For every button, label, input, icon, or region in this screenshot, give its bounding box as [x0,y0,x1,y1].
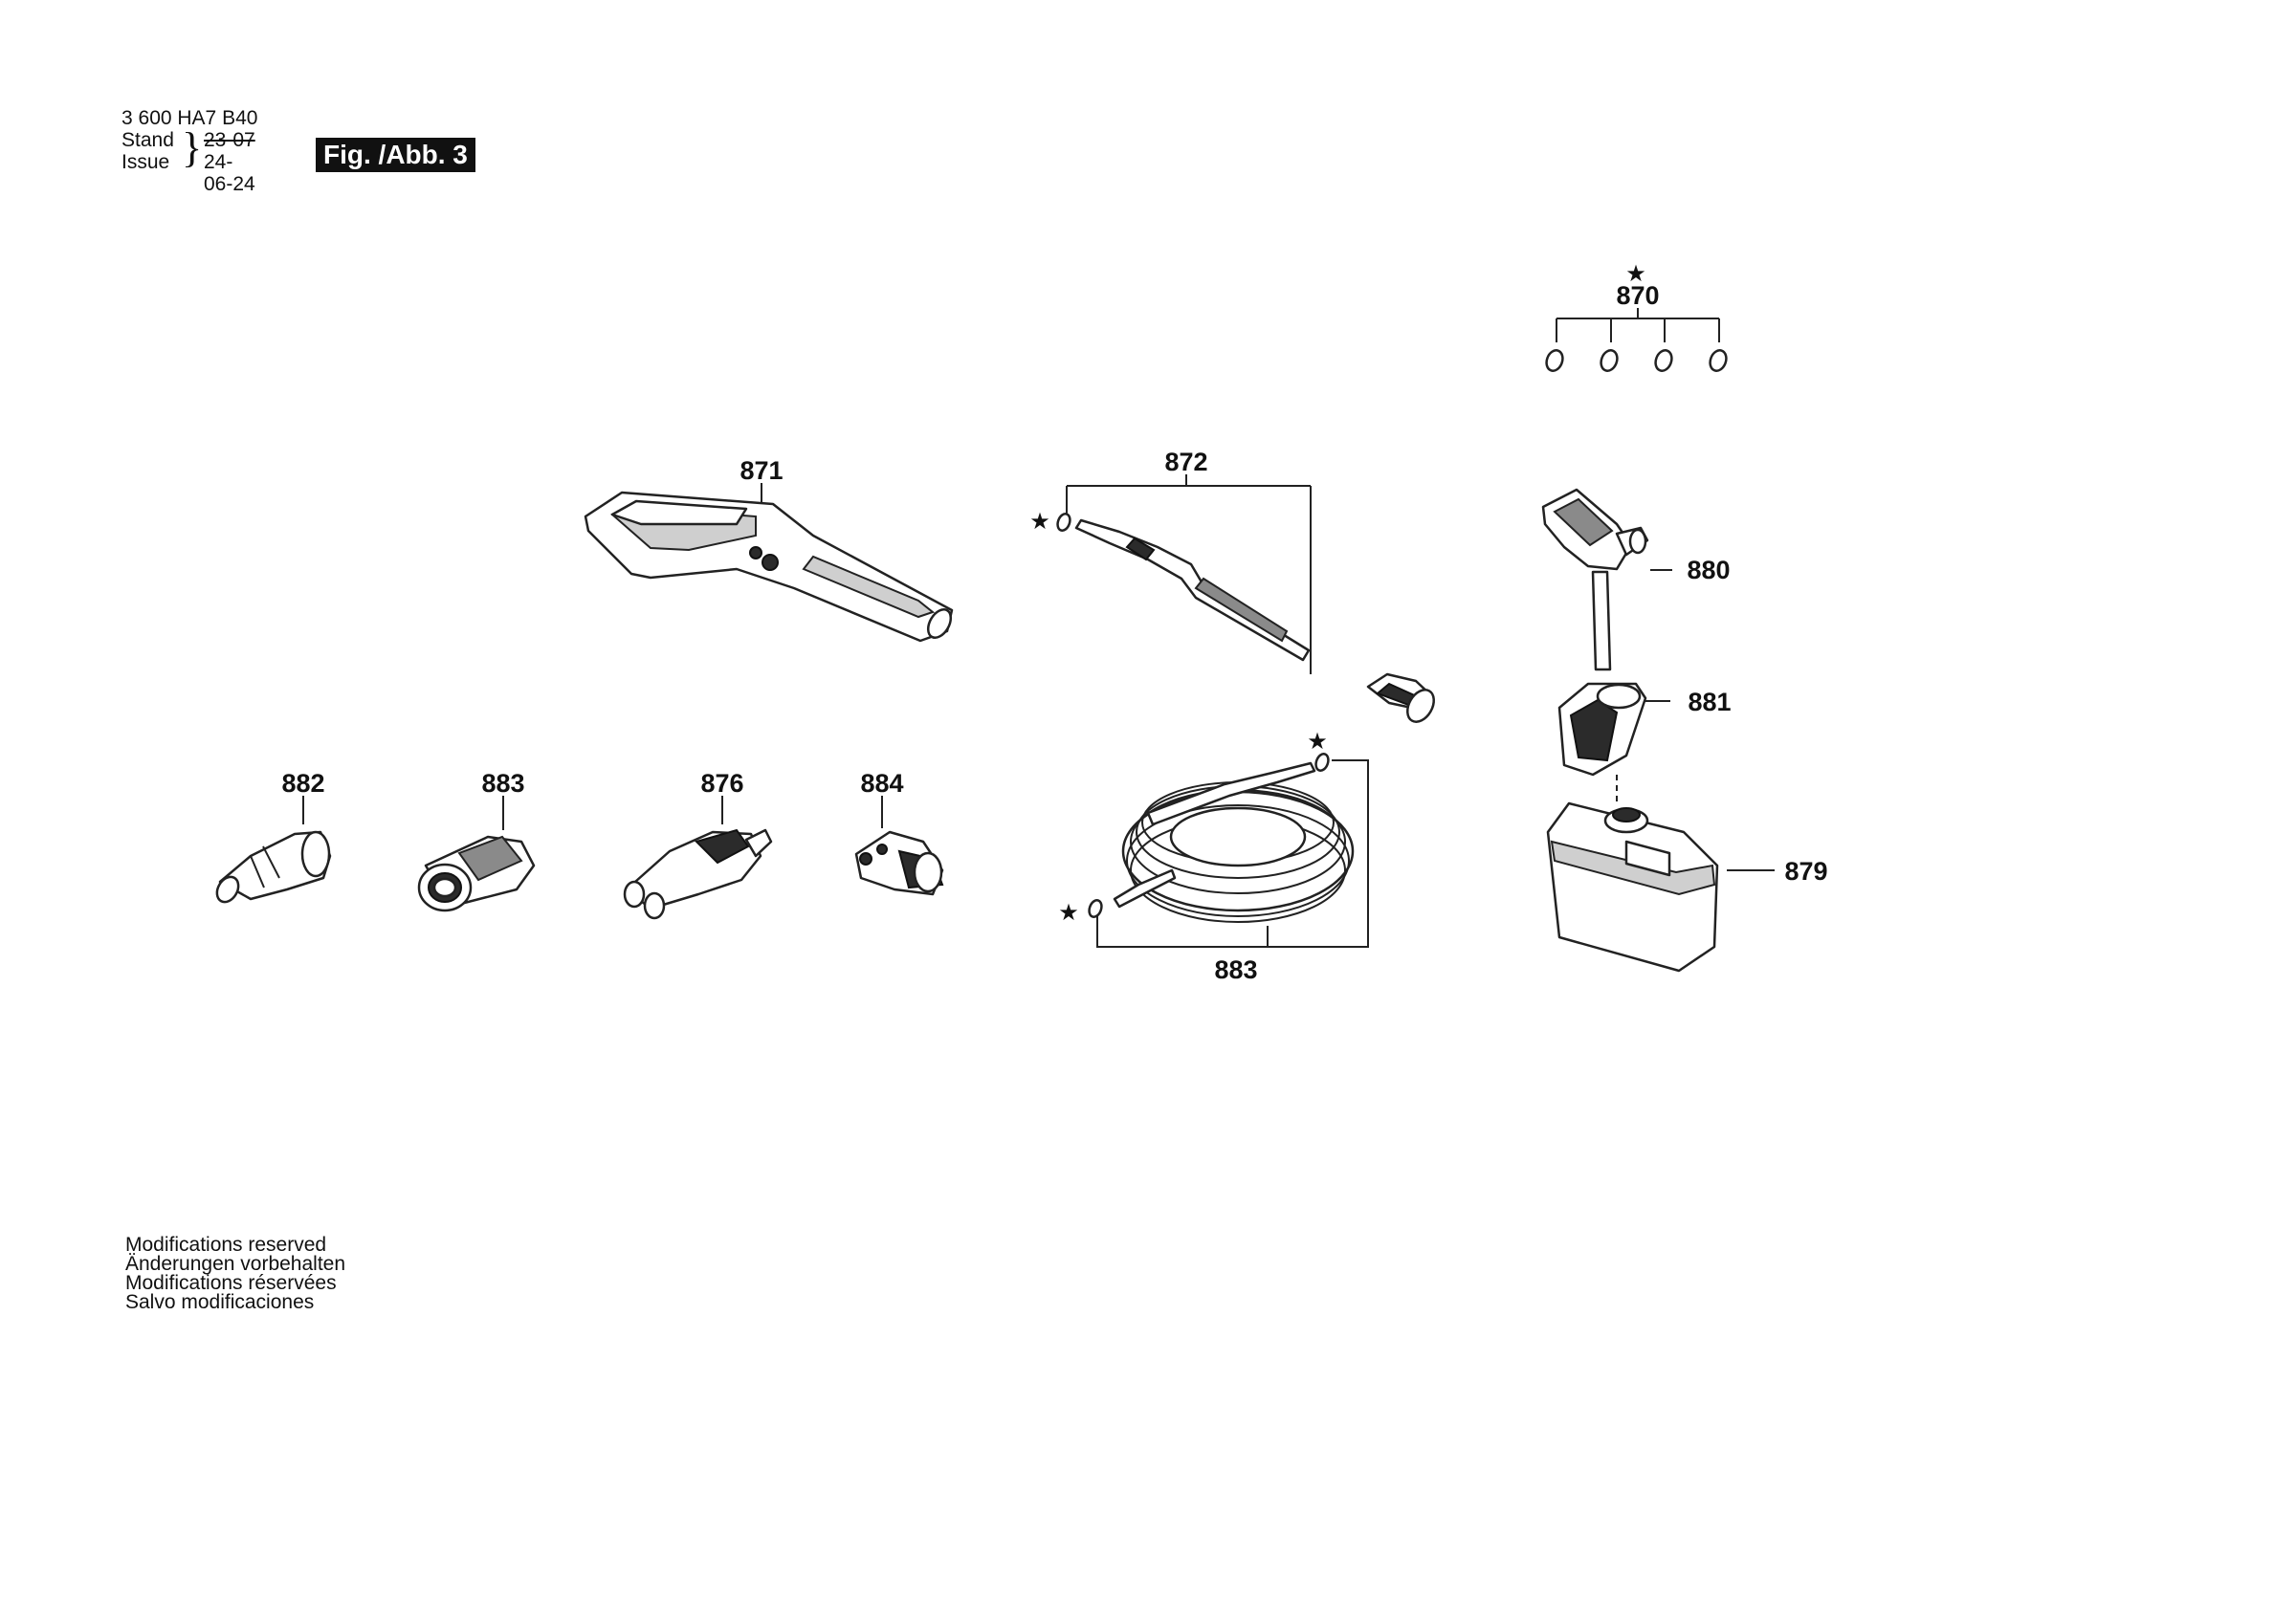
o-ring [1600,349,1619,372]
part-number-876: 876 [700,769,743,798]
issue-label: Issue [121,151,170,173]
part-879-detergent-tank: 879 [1546,801,1828,973]
part-number-884: 884 [860,769,903,798]
footer-notice: Modifications reserved Änderungen vorbeh… [125,1234,346,1313]
revision-labels: Stand Issue [121,129,174,173]
part-number-881: 881 [1688,688,1731,716]
footer-line-fr: Modifications réservées [125,1272,337,1294]
star-symbol: ★ [1625,260,1646,287]
issue-date: 24-06-24 [204,151,255,195]
o-ring [1654,349,1673,372]
o-ring [1545,349,1564,372]
part-884-quick-connector: 884 [854,769,944,896]
o-ring [1056,513,1071,532]
part-number-871: 871 [740,456,783,485]
part-881-holder: 881 [1557,682,1732,803]
part-882-adapter: 882 [215,769,332,904]
footer-line-en: Modifications reserved [125,1234,327,1256]
part-889-coupling: 883 [417,769,536,912]
figure-label: Fig. /Abb. 3 [316,138,475,172]
part-number-879: 879 [1784,857,1827,886]
part-871-spray-gun: 871 [584,456,954,643]
star-symbol: ★ [1029,508,1050,535]
revision-block: Stand Issue } 23-07 24-06-24 [121,125,257,196]
part-870-o-rings: ★ 870 [1545,260,1728,372]
part-number-880: 880 [1687,556,1730,584]
stand-label: Stand [121,129,174,151]
document-header: 3 600 HA7 B40 Stand Issue } 23-07 24-06-… [121,107,258,196]
part-number-870: 870 [1616,281,1659,310]
brace-symbol: } [182,124,203,171]
star-symbol: ★ [1058,899,1079,926]
part-883-hose: ★ ★ 883 [1058,728,1369,984]
part-880-nozzle: 880 [1541,488,1731,671]
footer-line-de: Änderungen vorbehalten [125,1253,346,1275]
o-ring [1314,753,1330,772]
o-ring [1709,349,1728,372]
footer-line-es: Salvo modificaciones [125,1291,315,1313]
part-number-889: 883 [481,769,524,798]
old-date: 23-07 [204,129,255,151]
part-number-883: 883 [1214,955,1257,984]
revision-dates: 23-07 24-06-24 [204,129,257,195]
part-number-872: 872 [1164,448,1207,476]
o-ring [1088,899,1103,918]
part-876-rotary-nozzle: 876 [623,769,773,920]
part-872-lance: 872 ★ [1029,448,1435,723]
star-symbol: ★ [1307,728,1328,755]
document-number: 3 600 HA7 B40 [121,107,258,129]
part-number-882: 882 [281,769,324,798]
